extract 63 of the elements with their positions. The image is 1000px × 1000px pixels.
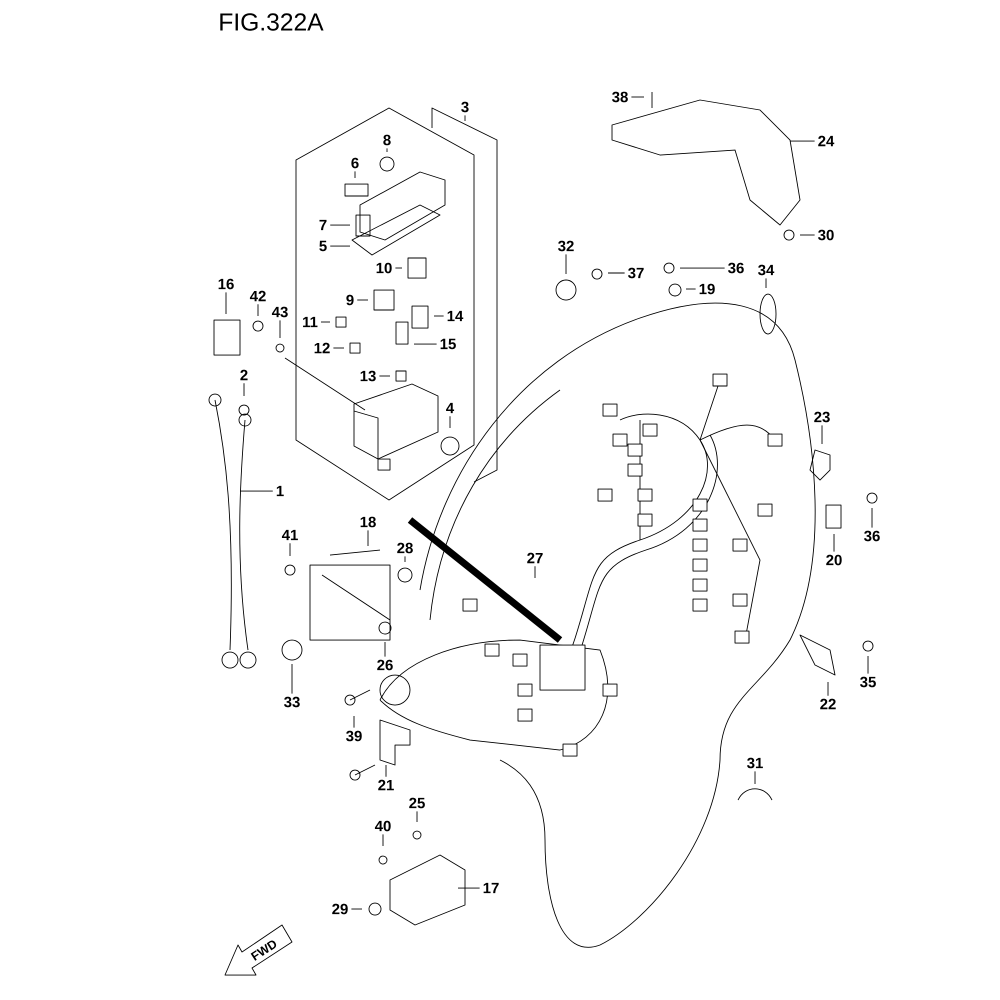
callout-number: 18	[360, 516, 376, 528]
callout-number: 14	[448, 310, 464, 322]
leader-line	[382, 834, 384, 846]
leader-line	[354, 170, 356, 178]
leader-line	[790, 140, 816, 142]
callout-number: 9	[346, 294, 354, 306]
callout-number: 28	[397, 542, 413, 554]
callout-number: 8	[383, 134, 391, 146]
callout-number: 36	[864, 530, 880, 542]
callout-number: 40	[374, 820, 391, 832]
callout-number: 36	[728, 262, 744, 274]
callout-number: 20	[826, 554, 842, 566]
callout-number: 12	[314, 342, 330, 354]
callout-number: 5	[319, 240, 327, 252]
leader-line	[330, 224, 350, 226]
callout-number: 3	[461, 102, 469, 112]
callout-number: 24	[818, 136, 834, 146]
leader-line	[800, 234, 816, 236]
callout-number: 34	[758, 264, 774, 276]
callout-number: 39	[346, 730, 362, 742]
leader-line	[404, 556, 406, 562]
callout-number: 7	[319, 220, 327, 230]
leader-line	[630, 96, 644, 98]
callout-number: 26	[377, 660, 393, 670]
callout-number: 32	[558, 240, 574, 252]
callout-number: 2	[240, 370, 248, 380]
callout-number: 33	[284, 696, 300, 708]
leader-line	[608, 272, 626, 274]
callout-number: 25	[409, 798, 425, 808]
leader-line	[240, 490, 274, 492]
callout-number: 27	[527, 552, 543, 564]
callout-number: 10	[376, 262, 392, 274]
callout-number: 37	[628, 268, 644, 278]
leader-line	[754, 770, 756, 784]
callout-number: 30	[818, 230, 834, 240]
leader-line	[384, 642, 386, 658]
callout-number: 19	[700, 284, 715, 294]
callout-number: 42	[250, 290, 266, 302]
callout-number: 1	[276, 486, 284, 496]
callout-number: 38	[612, 92, 628, 102]
callout-number: 31	[747, 758, 763, 768]
callout-number: 29	[332, 904, 348, 914]
leader-line	[386, 148, 388, 152]
fwd-label: FWD	[250, 940, 276, 961]
callout-number: 22	[820, 698, 836, 710]
callout-number: 15	[440, 338, 456, 350]
callout-number: 11	[303, 316, 318, 328]
callout-number: 13	[360, 370, 376, 382]
callout-number: 16	[218, 278, 234, 290]
callout-number: 43	[272, 306, 288, 318]
leader-line	[416, 810, 418, 822]
callout-number: 17	[484, 882, 499, 894]
callout-number: 23	[814, 412, 830, 422]
callout-number: 4	[446, 402, 454, 414]
leader-line	[686, 288, 696, 290]
leader-line	[534, 566, 536, 578]
leader-line	[464, 114, 466, 122]
callout-number: 35	[860, 676, 876, 688]
leader-line	[350, 908, 362, 910]
callout-number: 41	[282, 530, 298, 540]
figure-title: FIG.322A	[220, 13, 324, 31]
callout-number: 6	[351, 158, 359, 168]
callout-number: 21	[378, 780, 394, 790]
